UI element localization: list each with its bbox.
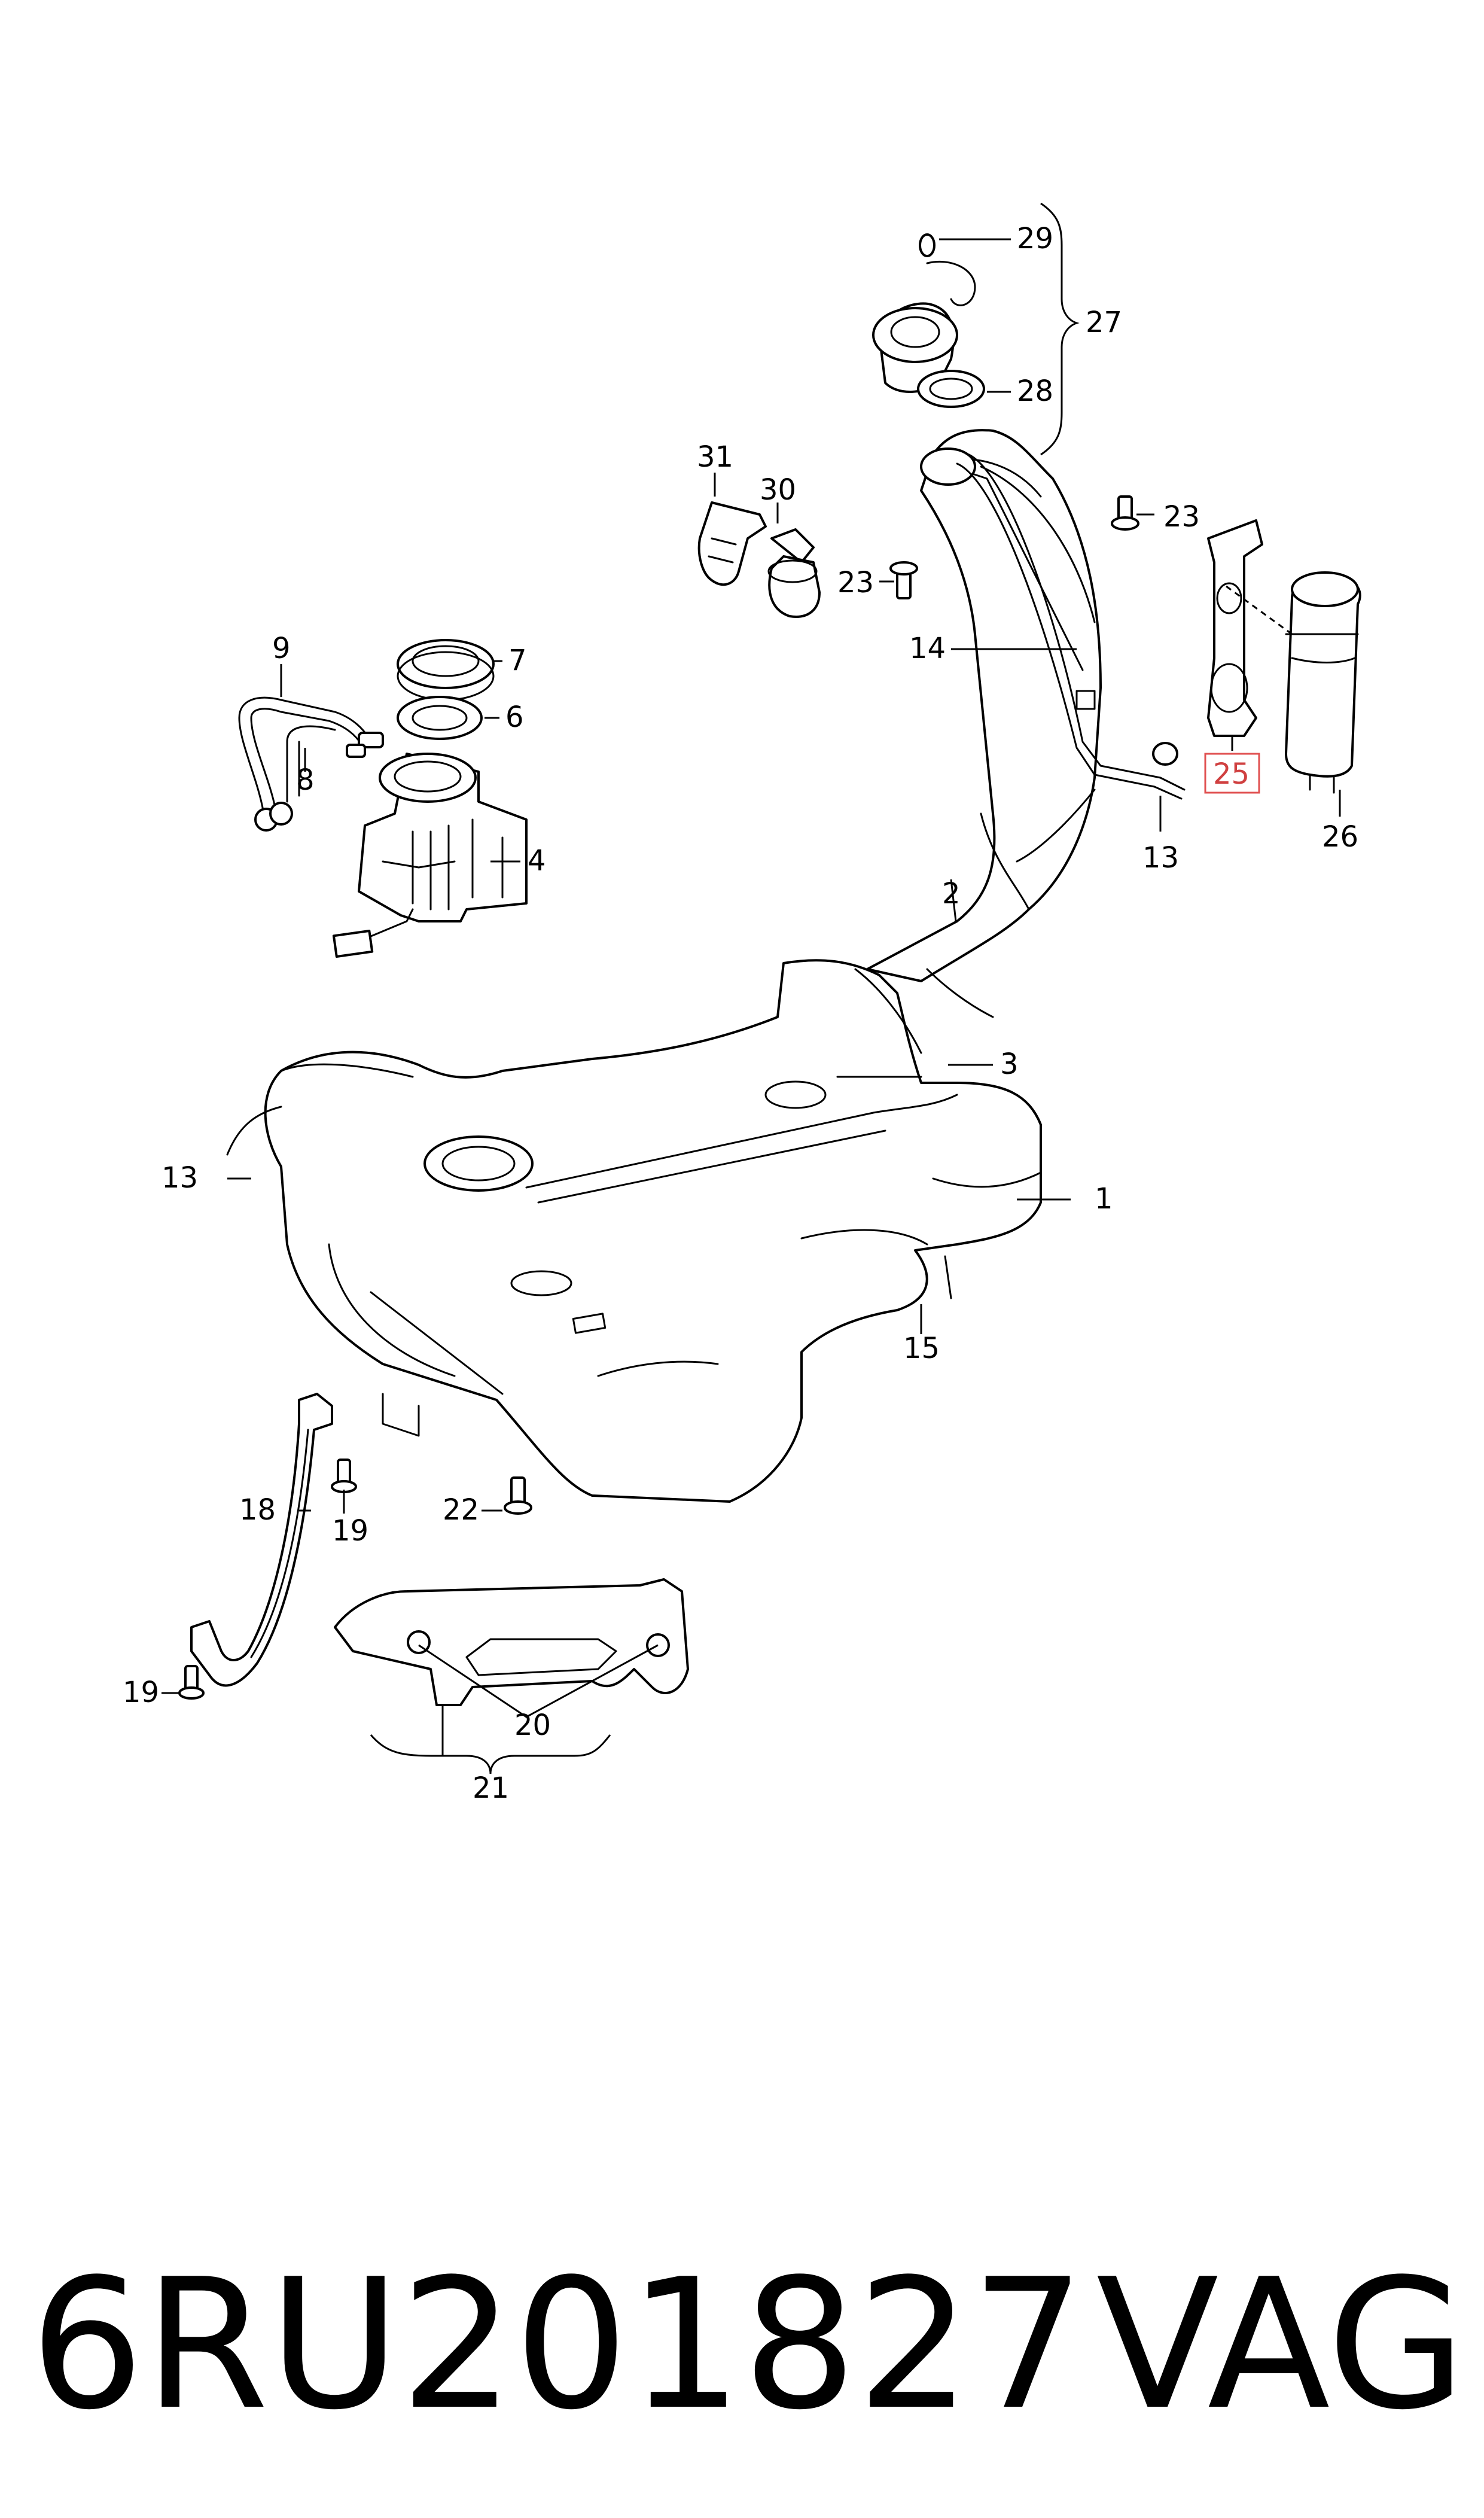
carbon-canister[interactable] [1285,571,1361,794]
filler-neck[interactable] [854,429,1102,1054]
callout-25[interactable]: 25 [1213,757,1250,791]
callout-18[interactable]: 18 [239,1493,276,1527]
bolt-23a[interactable] [889,561,918,599]
bolt-19b[interactable] [178,1665,205,1700]
footer: 6RU201827 VAG [30,2225,1466,2465]
callout-21[interactable]: 21 [473,1771,509,1805]
callout-2[interactable]: 2 [942,877,961,911]
breather-connector[interactable] [1152,742,1178,766]
callout-25-highlight-box [1204,753,1260,794]
fuel-cap[interactable] [872,233,976,393]
callout-8[interactable]: 8 [296,763,315,797]
callout-26[interactable]: 26 [1322,820,1358,854]
valve-connector[interactable] [767,528,821,618]
callout-28[interactable]: 28 [1017,374,1053,408]
callout-13-left[interactable]: 13 [161,1161,198,1195]
breather-line[interactable] [956,453,1186,863]
callout-1[interactable]: 1 [1095,1182,1113,1216]
hose-elbow[interactable] [697,501,767,586]
heat-shield[interactable] [334,1578,689,1706]
brand: VAG [1096,2240,1466,2449]
callout-9[interactable]: 9 [272,632,291,665]
callout-15[interactable]: 15 [903,1332,940,1365]
bracket[interactable] [1207,519,1263,737]
callout-4[interactable]: 4 [528,844,546,878]
callout-29[interactable]: 29 [1017,222,1053,255]
callout-13-right[interactable]: 13 [1142,841,1179,875]
fuel-pump[interactable] [332,753,528,958]
bolt-22[interactable] [504,1476,532,1515]
callout-14[interactable]: 14 [909,632,946,665]
callout-23-left[interactable]: 23 [837,566,874,599]
callout-22[interactable]: 22 [443,1493,479,1527]
callout-23-right[interactable]: 23 [1163,500,1200,534]
locking-ring[interactable] [397,639,495,701]
callout-30[interactable]: 30 [760,473,796,507]
callout-3[interactable]: 3 [1000,1048,1019,1081]
callout-27[interactable]: 27 [1086,306,1122,339]
bolt-23b[interactable] [1111,495,1139,531]
callout-31[interactable]: 31 [697,440,733,474]
leader-lines [161,202,1341,1774]
callout-19-top[interactable]: 19 [332,1514,368,1548]
callout-7[interactable]: 7 [508,644,527,677]
bracket-canister-link [1226,585,1293,635]
callout-labels: 1 2 3 4 6 7 8 9 13 13 14 15 18 19 19 20 … [123,222,1358,1805]
part-number: 6RU201827 [30,2240,1086,2449]
bolt-19a[interactable] [331,1459,357,1493]
pump-seal[interactable] [397,696,483,740]
cap-seal[interactable] [917,370,985,408]
fuel-line[interactable] [238,696,384,832]
callout-6[interactable]: 6 [505,701,524,734]
fuel-tank[interactable] [226,959,1042,1503]
tank-strap[interactable] [190,1393,333,1687]
callout-20[interactable]: 20 [514,1709,551,1742]
callout-19-bottom[interactable]: 19 [123,1676,159,1709]
